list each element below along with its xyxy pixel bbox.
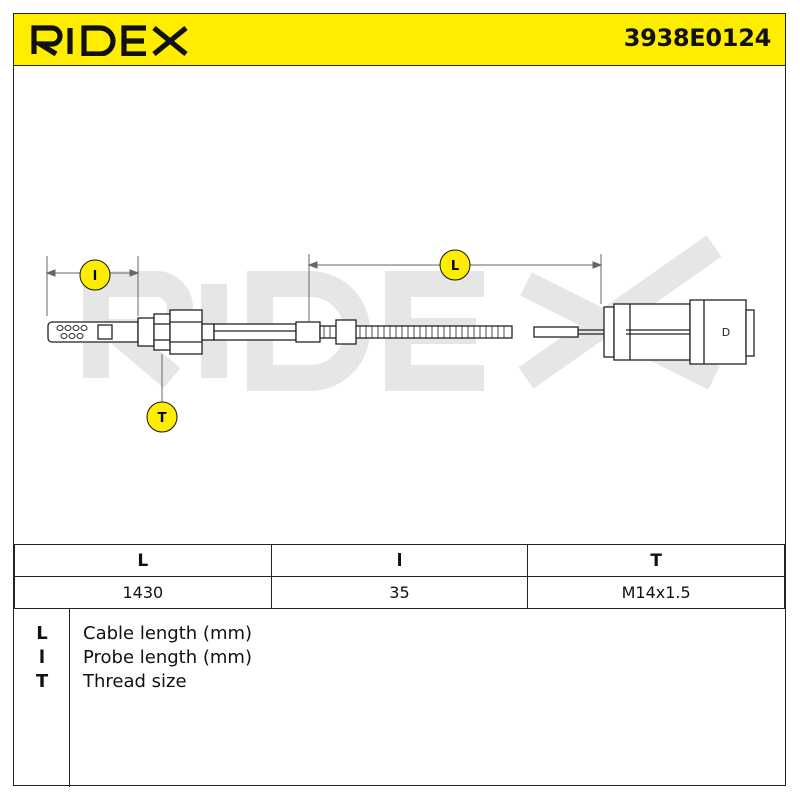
product-sheet: 3938E0124 l (13, 13, 786, 787)
spec-value-cable: 1430 (14, 576, 272, 609)
spec-table: L l T 1430 35 M14x1.5 (14, 544, 785, 609)
spec-header-thread: T (527, 544, 785, 577)
probe-length-badge (79, 259, 111, 291)
spec-table-value-row: 1430 35 M14x1.5 (14, 576, 785, 609)
thread-size-badge (146, 401, 178, 433)
sensor-drawing: l L (45, 235, 755, 433)
legend-item: l Probe length (mm) (14, 647, 785, 671)
probe-length-label: l (93, 269, 97, 284)
cable-ribs (323, 326, 505, 338)
thread-size-label: T (158, 411, 167, 426)
legend-item: L Cable length (mm) (14, 623, 785, 647)
connector-mark: D (722, 326, 730, 339)
legend-divider (69, 609, 70, 787)
header-bar: 3938E0124 (14, 14, 785, 66)
part-number: 3938E0124 (623, 24, 772, 52)
legend-key: L (36, 623, 48, 644)
legend-key: T (35, 671, 49, 692)
spec-value-thread: M14x1.5 (527, 576, 785, 609)
sensor-body (47, 299, 755, 365)
legend-item: T Thread size (14, 671, 785, 695)
spec-value-probe: 35 (270, 576, 529, 609)
legend-text: Cable length (mm) (83, 623, 253, 644)
brand-logo (30, 24, 195, 60)
cable-length-badge (439, 249, 471, 281)
legend-text: Probe length (mm) (83, 647, 252, 668)
legend: L Cable length (mm) l Probe length (mm) … (14, 608, 785, 787)
spec-header-cable: L (14, 544, 272, 577)
spec-header-probe: l (270, 544, 529, 577)
ridex-logo-icon (30, 25, 188, 57)
legend-text: Thread size (83, 671, 187, 692)
probe-dimension (45, 256, 140, 316)
cable-length-label: L (451, 259, 459, 274)
spec-table-header-row: L l T (14, 544, 785, 577)
legend-key: l (38, 647, 46, 668)
